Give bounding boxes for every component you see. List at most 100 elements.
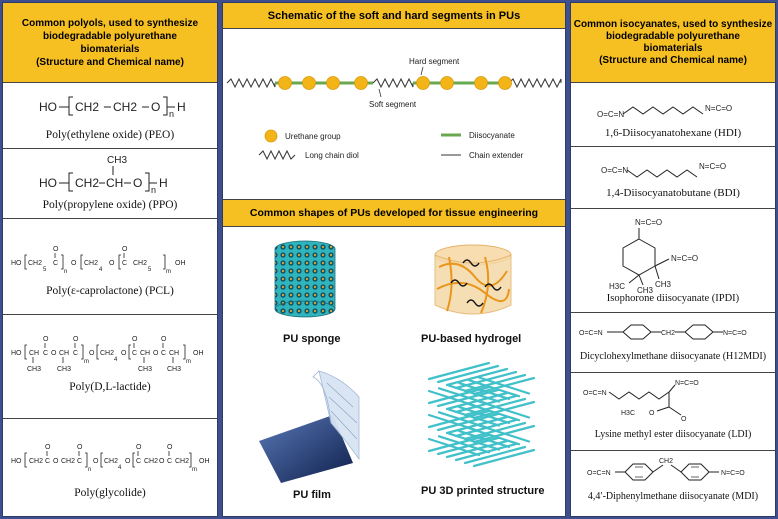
pdlla-o-c: O bbox=[73, 336, 79, 343]
shapes-title: Common shapes of PUs developed for tissu… bbox=[249, 207, 539, 219]
ppo-ch3: CH3 bbox=[107, 155, 127, 166]
scaffold-strut bbox=[447, 408, 501, 427]
pga-c-a: C bbox=[45, 458, 50, 465]
urethane-bead bbox=[278, 76, 292, 90]
scaffold-strut bbox=[447, 384, 501, 403]
pdlla-ch-b: CH bbox=[59, 350, 69, 357]
chain-extender-legend-label: Chain extender bbox=[469, 151, 524, 160]
ppo-ch2: CH2 bbox=[75, 176, 99, 190]
shapes-illustrations bbox=[259, 240, 536, 483]
scaffold-strut bbox=[445, 415, 509, 435]
scaffold-strut bbox=[445, 367, 509, 387]
pdlla-c-c: C bbox=[132, 350, 137, 357]
scaffold-strut bbox=[467, 427, 521, 446]
pga-sub-n: n bbox=[88, 467, 91, 473]
pcl-oh: OH bbox=[175, 260, 186, 267]
ldi-o-keto: O bbox=[681, 416, 687, 423]
soft-segment-zigzag bbox=[226, 77, 276, 89]
shapes-header: Common shapes of PUs developed for tissu… bbox=[223, 199, 565, 227]
pga-c-d: C bbox=[167, 458, 172, 465]
pga-o-g: O bbox=[159, 458, 165, 465]
pga-o-h: O bbox=[167, 444, 173, 451]
scaffold-strut bbox=[437, 435, 491, 454]
long-chain-diol-legend-icon bbox=[258, 149, 296, 161]
ldi-cell: O=C=N N=C=O O O H3C Lysine methyl ester … bbox=[571, 373, 775, 451]
pcl-sub-4: 4 bbox=[99, 267, 103, 273]
pga-ch2-c: CH2 bbox=[104, 458, 118, 465]
isocyanates-header: Common isocyanates, used to synthesize b… bbox=[571, 3, 775, 83]
isocyanates-header-line: biodegradable polyurethane bbox=[606, 30, 740, 42]
peo-cell: HO CH2 CH2 O n H Poly(ethylene oxide) (P… bbox=[3, 83, 217, 149]
scaffold-strut bbox=[467, 403, 521, 422]
pdlla-oh: OH bbox=[193, 350, 204, 357]
pga-o-b: O bbox=[53, 458, 59, 465]
pcl-ho: HO bbox=[11, 260, 22, 267]
h12mdi-cell: O=C=N CH2 N=C=O Dicyclohexylmethane diis… bbox=[571, 313, 775, 373]
pdlla-o-a: O bbox=[43, 336, 49, 343]
urethane-bead bbox=[440, 76, 454, 90]
pdlla-c-a: C bbox=[43, 350, 48, 357]
polyols-header-line: biodegradable polyurethane bbox=[43, 30, 177, 42]
pdlla-ch-d: CH bbox=[169, 350, 179, 357]
ppo-o: O bbox=[133, 176, 142, 190]
ldi-o-ester: O bbox=[649, 410, 655, 417]
pdlla-ch3-c: CH3 bbox=[138, 366, 152, 373]
scaffold-strut bbox=[463, 445, 527, 465]
scaffold-strut bbox=[436, 364, 500, 384]
scaffold-strut bbox=[436, 388, 500, 408]
ipdi-h3c: H3C bbox=[609, 282, 625, 291]
pga-ch2-e: CH2 bbox=[175, 458, 189, 465]
pga-o-d: O bbox=[93, 458, 99, 465]
hydrogel-label: PU-based hydrogel bbox=[421, 333, 522, 345]
hdi-name: 1,6-Diisocyanatohexane (HDI) bbox=[604, 127, 742, 139]
hard-segment-label: Hard segment bbox=[409, 57, 460, 66]
pcl-c-a: C bbox=[53, 260, 58, 267]
urethane-bead bbox=[354, 76, 368, 90]
urethane-bead bbox=[302, 76, 316, 90]
bdi-cell: O=C=N N=C=O 1,4-Diisocyanatobutane (BDI) bbox=[571, 147, 775, 209]
printed-label: PU 3D printed structure bbox=[421, 485, 545, 497]
polyols-header-line: Common polyols, used to synthesize bbox=[21, 17, 199, 29]
pga-sub-m: m bbox=[192, 467, 197, 473]
pdlla-ch2: CH2 bbox=[100, 350, 114, 357]
pdlla-ch3-d: CH3 bbox=[167, 366, 181, 373]
isocyanates-header-line: (Structure and Chemical name) bbox=[599, 54, 747, 66]
ppo-structure: CH3 HO CH2 CH O n H bbox=[39, 155, 168, 195]
scaffold-strut bbox=[477, 424, 531, 443]
mdi-ch2: CH2 bbox=[659, 458, 673, 465]
mdi-nco: N=C=O bbox=[721, 470, 745, 477]
scaffold-strut bbox=[477, 400, 531, 419]
polyols-header: Common polyols, used to synthesize biode… bbox=[3, 3, 217, 83]
pga-sub-4: 4 bbox=[118, 465, 122, 471]
ldi-structure: O=C=N N=C=O O O H3C bbox=[583, 380, 699, 423]
urethane-legend-icon bbox=[264, 129, 278, 143]
pcl-name: Poly(ε-caprolactone) (PCL) bbox=[46, 285, 174, 297]
scaffold-strut bbox=[427, 433, 491, 453]
scaffold-strut bbox=[467, 379, 521, 398]
h12mdi-ch2: CH2 bbox=[661, 330, 675, 337]
film-illustration bbox=[259, 370, 360, 483]
peo-o: O bbox=[151, 100, 160, 114]
pdlla-ch-a: CH bbox=[29, 350, 39, 357]
pcl-ch2-c: CH2 bbox=[133, 260, 147, 267]
ppo-ho: HO bbox=[39, 176, 57, 190]
pga-ch2-a: CH2 bbox=[29, 458, 43, 465]
scaffold-strut bbox=[427, 437, 481, 457]
scaffold-strut bbox=[445, 391, 509, 411]
pga-c-b: C bbox=[77, 458, 82, 465]
ipdi-structure: N=C=O N=C=O H3C CH3 CH3 bbox=[609, 218, 698, 295]
pdlla-c-d: C bbox=[161, 350, 166, 357]
scaffold-strut bbox=[447, 432, 501, 451]
bdi-ocn: O=C=N bbox=[601, 166, 628, 175]
ipdi-cell: N=C=O N=C=O H3C CH3 CH3 Isophorone diiso… bbox=[571, 209, 775, 313]
pga-o-f: O bbox=[136, 444, 142, 451]
scaffold-strut bbox=[457, 429, 511, 448]
pga-cell: HO CH2 C O O CH2 C O n O CH2 4 O C bbox=[3, 419, 217, 518]
pdlla-ch3-b: CH3 bbox=[57, 366, 71, 373]
ipdi-name: Isophorone diisocyanate (IPDI) bbox=[606, 293, 740, 304]
ppo-ch: CH bbox=[106, 176, 123, 190]
hdi-ocn: O=C=N bbox=[597, 110, 624, 119]
isocyanates-panel: Common isocyanates, used to synthesize b… bbox=[570, 2, 776, 517]
pdlla-ch-c: CH bbox=[140, 350, 150, 357]
schematic-header: Schematic of the soft and hard segments … bbox=[223, 3, 565, 29]
